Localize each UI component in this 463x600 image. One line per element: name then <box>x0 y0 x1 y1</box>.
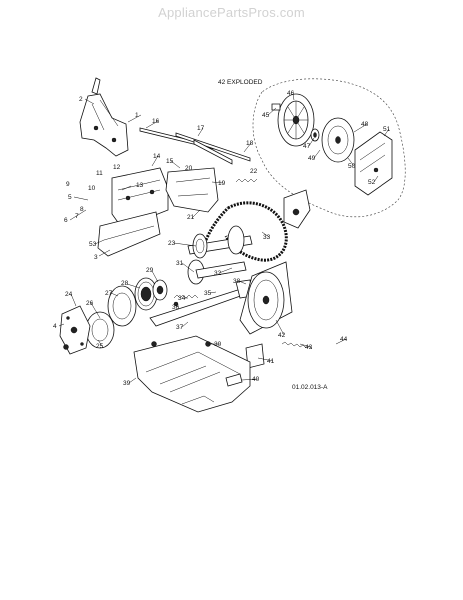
callout-51: 51 <box>383 126 391 133</box>
bearing-29 <box>152 279 168 301</box>
exploded-detail-boundary <box>252 78 406 218</box>
callout-18: 18 <box>246 140 254 147</box>
drawing-code: 01.02.013-A <box>292 384 328 391</box>
callout-30: 30 <box>214 341 222 348</box>
pivot-bracket-20 <box>165 167 219 213</box>
callout-14: 14 <box>153 153 161 160</box>
callout-27: 27 <box>105 290 113 297</box>
shift-lever-1 <box>79 77 129 157</box>
callout-32: 32 <box>214 270 222 277</box>
bracket-51 <box>354 131 393 196</box>
callout-42: 42 <box>278 332 286 339</box>
callout-40: 40 <box>252 376 260 383</box>
callout-25: 25 <box>96 343 104 350</box>
frame-cover-40 <box>133 335 251 413</box>
drive-disc-4 <box>85 311 115 349</box>
callout-37: 37 <box>176 324 184 331</box>
callout-53: 53 <box>89 241 97 248</box>
gear-31 <box>187 259 247 285</box>
watermark: AppliancePartsPros.com <box>158 5 305 20</box>
callout-44: 44 <box>340 336 348 343</box>
callout-20: 20 <box>185 165 193 172</box>
idler-bracket-24 <box>283 189 311 229</box>
exploded-label: 42 EXPLODED <box>218 79 263 86</box>
leader-lines <box>58 93 390 384</box>
callout-7: 7 <box>75 213 79 220</box>
shift-arm-37 <box>149 279 253 327</box>
callout-35: 35 <box>204 290 212 297</box>
callout-3: 3 <box>94 254 98 261</box>
callout-48: 48 <box>361 121 369 128</box>
screw-53 <box>151 341 157 347</box>
screw-45 <box>271 103 281 111</box>
callout-11: 11 <box>96 170 103 177</box>
bearing-47 <box>310 128 320 142</box>
callout-28: 28 <box>121 280 129 287</box>
callout-21: 21 <box>187 214 195 221</box>
callout-1: 1 <box>135 112 139 119</box>
callout-22: 22 <box>250 168 258 175</box>
shift-rod-16-17 <box>139 127 251 165</box>
callout-34: 34 <box>178 295 186 302</box>
hub-wheel-46 <box>277 93 315 147</box>
callout-41: 41 <box>267 358 275 365</box>
callout-12: 12 <box>113 164 121 171</box>
friction-wheel-48 <box>321 117 355 163</box>
callout-9: 9 <box>66 181 70 188</box>
wheel-housing-42 <box>239 261 293 335</box>
spring-43 <box>281 341 313 350</box>
callout-50: 50 <box>348 163 356 170</box>
callout-6: 6 <box>64 217 68 224</box>
callout-2: 2 <box>79 96 83 103</box>
callout-17: 17 <box>197 125 205 132</box>
drive-chain-33 <box>204 201 288 262</box>
callout-29: 29 <box>146 267 154 274</box>
callout-26: 26 <box>86 300 94 307</box>
callout-36: 36 <box>172 304 180 311</box>
screw-23 <box>63 344 69 350</box>
callout-33: 33 <box>263 234 271 241</box>
hub-plate-24 <box>59 305 91 355</box>
callout-24: 24 <box>65 291 73 298</box>
frame-bracket-3 <box>97 211 161 257</box>
callout-52: 52 <box>368 179 376 186</box>
callout-5: 5 <box>68 194 72 201</box>
callout-49: 49 <box>308 155 316 162</box>
callout-47: 47 <box>303 143 311 150</box>
callout-23: 23 <box>168 240 176 247</box>
drive-shaft-32 <box>187 225 253 259</box>
callout-31: 31 <box>176 260 184 267</box>
callout-46: 46 <box>287 90 295 97</box>
callout-39: 39 <box>123 380 131 387</box>
callout-4: 4 <box>53 323 57 330</box>
callout-15: 15 <box>166 158 174 165</box>
callout-8: 8 <box>80 206 84 213</box>
callout-43: 43 <box>305 344 313 351</box>
spring-22 <box>235 178 258 183</box>
friction-disc-27 <box>107 285 137 327</box>
callout-19: 19 <box>218 180 226 187</box>
callout-38: 38 <box>233 278 241 285</box>
callout-16: 16 <box>152 118 160 125</box>
callout-13: 13 <box>136 182 144 189</box>
callout-10: 10 <box>88 185 96 192</box>
callout-45: 45 <box>262 112 270 119</box>
